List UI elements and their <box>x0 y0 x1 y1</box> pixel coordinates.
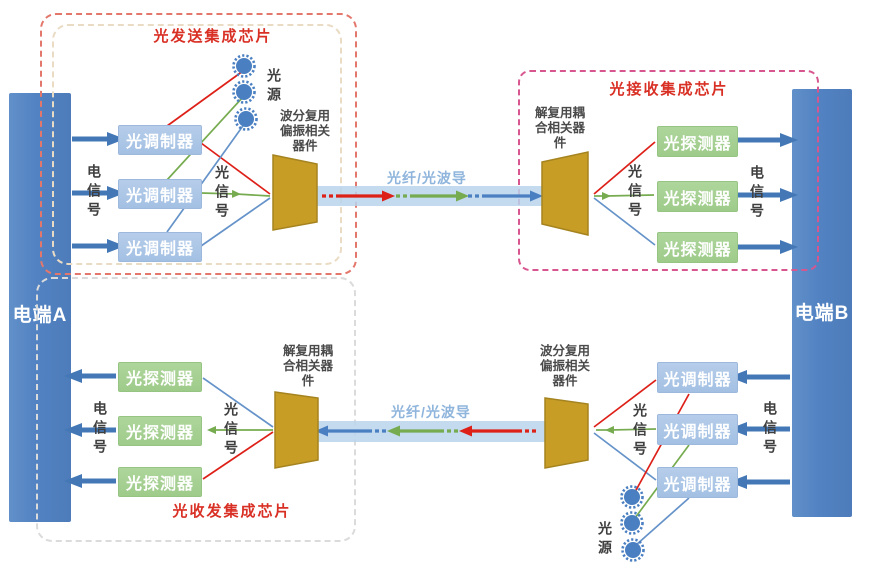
transmit-optical-lines <box>166 70 271 247</box>
modulator-box: 光调制器 <box>657 467 738 498</box>
transmit-chip-title: 光发送集成芯片 <box>153 28 273 45</box>
wdm-mux-shape-bottom <box>544 397 589 469</box>
coupler-shapes <box>272 151 589 469</box>
electrical-arrows <box>64 132 798 489</box>
demux-label-top: 解复用耦 合相关器 件 <box>534 106 585 150</box>
light-source-icons <box>232 54 645 562</box>
optical-signal-label: 光信号 <box>214 165 230 222</box>
modulator-box: 光调制器 <box>118 179 202 209</box>
fiber-label-bottom: 光纤/光波导 <box>391 404 471 420</box>
light-source-icon <box>620 511 644 535</box>
optical-signal-label: 光信号 <box>632 403 648 460</box>
modulator-box: 光调制器 <box>118 125 202 155</box>
light-source-icon <box>232 54 256 78</box>
modulator-box: 光调制器 <box>118 232 202 262</box>
detector-box: 光探测器 <box>118 416 202 446</box>
electrical-signal-label: 电信号 <box>92 401 108 458</box>
detector-box: 光探测器 <box>118 362 202 392</box>
receive-optical-lines <box>593 141 656 246</box>
transceiver-chip-outline <box>36 277 356 542</box>
detector-box: 光探测器 <box>118 467 202 497</box>
transceiver-optical-lines <box>202 377 274 480</box>
transceiver-chip-title: 光收发集成芯片 <box>172 503 292 520</box>
demux-shape-top <box>541 151 589 236</box>
receive-chip-outline <box>518 70 819 271</box>
terminal-b-bar: 电端B <box>792 89 852 517</box>
wdm-mux-label-bottom: 波分复用 偏振相关 器件 <box>539 344 590 388</box>
light-source-label: 光源 <box>597 521 613 559</box>
light-source-label: 光源 <box>266 68 282 106</box>
demux-shape-bottom <box>274 391 319 469</box>
modulator-box: 光调制器 <box>657 414 738 445</box>
light-source-icon <box>232 80 256 104</box>
optical-signal-label: 光信号 <box>223 402 239 459</box>
demux-label-bottom: 解复用耦 合相关器 件 <box>282 344 333 388</box>
light-source-icon <box>621 538 645 562</box>
detector-box: 光探测器 <box>657 232 738 263</box>
detector-box: 光探测器 <box>657 181 738 212</box>
transmit-chip-outline <box>40 13 357 275</box>
terminal-a-label: 电端A <box>12 305 68 326</box>
electrical-signal-label: 电信号 <box>762 401 778 458</box>
fiber-label-top: 光纤/光波导 <box>387 170 467 186</box>
light-source-icon <box>234 107 258 131</box>
wdm-mux-shape-top <box>272 154 318 231</box>
terminal-b-label: 电端B <box>794 303 850 324</box>
detector-box: 光探测器 <box>657 126 738 157</box>
wdm-mux-label-top: 波分复用 偏振相关 器件 <box>279 109 330 153</box>
transmit-chip-inner-outline <box>52 24 342 265</box>
optical-signal-label: 光信号 <box>627 164 643 221</box>
electrical-signal-label: 电信号 <box>86 164 102 221</box>
light-source-icon <box>620 485 644 509</box>
modulator-box: 光调制器 <box>657 362 738 393</box>
electrical-signal-label: 电信号 <box>749 165 765 222</box>
receive-chip-title: 光接收集成芯片 <box>609 81 729 98</box>
